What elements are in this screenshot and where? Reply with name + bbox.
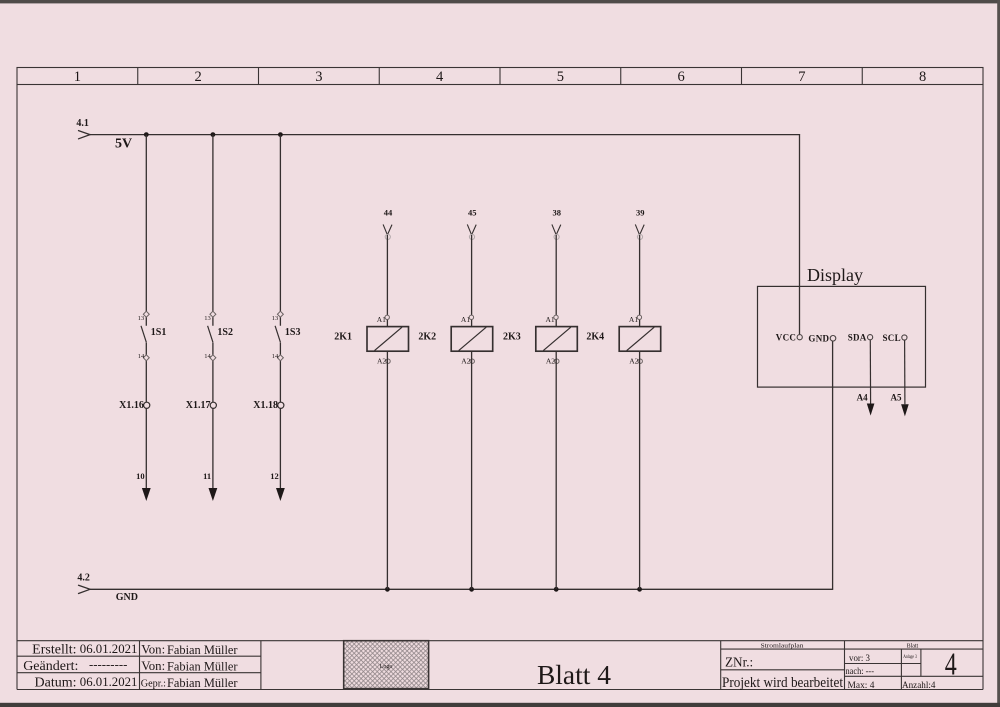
svg-text:Projekt wird bearbeitet: Projekt wird bearbeitet	[722, 675, 843, 691]
svg-text:5: 5	[557, 69, 564, 85]
svg-text:Geändert:: Geändert:	[23, 659, 78, 674]
svg-text:A1: A1	[546, 315, 555, 324]
svg-text:Blatt: Blatt	[907, 644, 919, 650]
svg-text:2K4: 2K4	[586, 332, 604, 343]
svg-text:A2: A2	[546, 356, 555, 365]
svg-text:3: 3	[315, 69, 322, 85]
svg-text:14: 14	[204, 353, 211, 360]
svg-text:GND: GND	[808, 334, 829, 344]
svg-text:A2: A2	[461, 356, 470, 365]
svg-text:Gepr.:: Gepr.:	[141, 679, 166, 690]
svg-text:X1.18: X1.18	[253, 400, 278, 411]
svg-text:nach: ---: nach: ---	[846, 667, 875, 677]
svg-text:11: 11	[203, 471, 211, 481]
svg-text:vor: 3: vor: 3	[849, 654, 870, 664]
svg-text:39: 39	[636, 208, 645, 218]
svg-text:2K2: 2K2	[418, 332, 436, 343]
svg-text:X1.17: X1.17	[186, 400, 211, 411]
svg-text:Logo: Logo	[380, 664, 393, 670]
svg-text:2K1: 2K1	[334, 332, 352, 343]
svg-text:SDA: SDA	[848, 333, 867, 343]
svg-text:X1.16: X1.16	[119, 400, 144, 411]
svg-text:13: 13	[138, 315, 145, 322]
svg-text:SCL: SCL	[882, 333, 900, 343]
svg-text:Max: 4: Max: 4	[848, 681, 875, 691]
svg-text:Stromlaufplan: Stromlaufplan	[761, 643, 805, 650]
svg-text:38: 38	[553, 208, 562, 218]
svg-text:14: 14	[272, 353, 279, 360]
svg-text:1: 1	[74, 69, 81, 85]
svg-text:Blatt 4: Blatt 4	[537, 659, 611, 690]
svg-text:ZNr.:: ZNr.:	[725, 655, 753, 670]
svg-text:10: 10	[136, 471, 145, 481]
svg-text:Von:: Von:	[141, 659, 165, 673]
svg-text:A5: A5	[891, 393, 902, 403]
svg-text:06.01.2021: 06.01.2021	[80, 642, 138, 656]
svg-text:VCC: VCC	[776, 332, 796, 342]
svg-text:6: 6	[677, 69, 684, 85]
svg-text:A4: A4	[857, 393, 868, 403]
svg-text:12: 12	[270, 471, 279, 481]
svg-text:A2: A2	[377, 356, 386, 365]
svg-text:06.01.2021: 06.01.2021	[80, 675, 138, 689]
svg-text:---------: ---------	[89, 658, 127, 672]
svg-text:Fabian Müller: Fabian Müller	[167, 660, 238, 674]
svg-text:1S1: 1S1	[151, 327, 167, 338]
svg-text:4: 4	[436, 69, 444, 85]
svg-text:Datum:: Datum:	[35, 676, 77, 691]
svg-text:45: 45	[468, 208, 477, 218]
svg-text:1S3: 1S3	[285, 327, 301, 338]
svg-text:2: 2	[194, 69, 201, 85]
svg-text:Von:: Von:	[141, 643, 165, 657]
svg-text:A1: A1	[461, 315, 470, 324]
svg-text:2K3: 2K3	[503, 332, 521, 343]
svg-text:7: 7	[798, 69, 805, 85]
svg-text:Anzahl:4: Anzahl:4	[902, 681, 936, 691]
svg-text:A1: A1	[377, 315, 386, 324]
svg-text:A1: A1	[629, 315, 638, 324]
svg-text:13: 13	[204, 315, 211, 322]
svg-text:4.2: 4.2	[77, 573, 90, 584]
svg-text:44: 44	[384, 208, 393, 218]
svg-text:4.1: 4.1	[76, 118, 89, 129]
svg-text:Erstellt:: Erstellt:	[32, 643, 76, 658]
svg-text:Anlage 3: Anlage 3	[903, 655, 917, 660]
svg-text:Fabian Müller: Fabian Müller	[167, 643, 238, 657]
svg-text:8: 8	[919, 69, 926, 85]
svg-text:5V: 5V	[115, 137, 132, 152]
svg-text:13: 13	[272, 315, 279, 322]
svg-text:GND: GND	[116, 592, 138, 603]
svg-text:A2: A2	[629, 356, 638, 365]
svg-text:4: 4	[945, 647, 957, 682]
svg-text:1S2: 1S2	[217, 327, 233, 338]
svg-text:14: 14	[138, 353, 145, 360]
svg-text:Display: Display	[807, 265, 863, 285]
svg-text:Fabian Müller: Fabian Müller	[167, 676, 238, 690]
